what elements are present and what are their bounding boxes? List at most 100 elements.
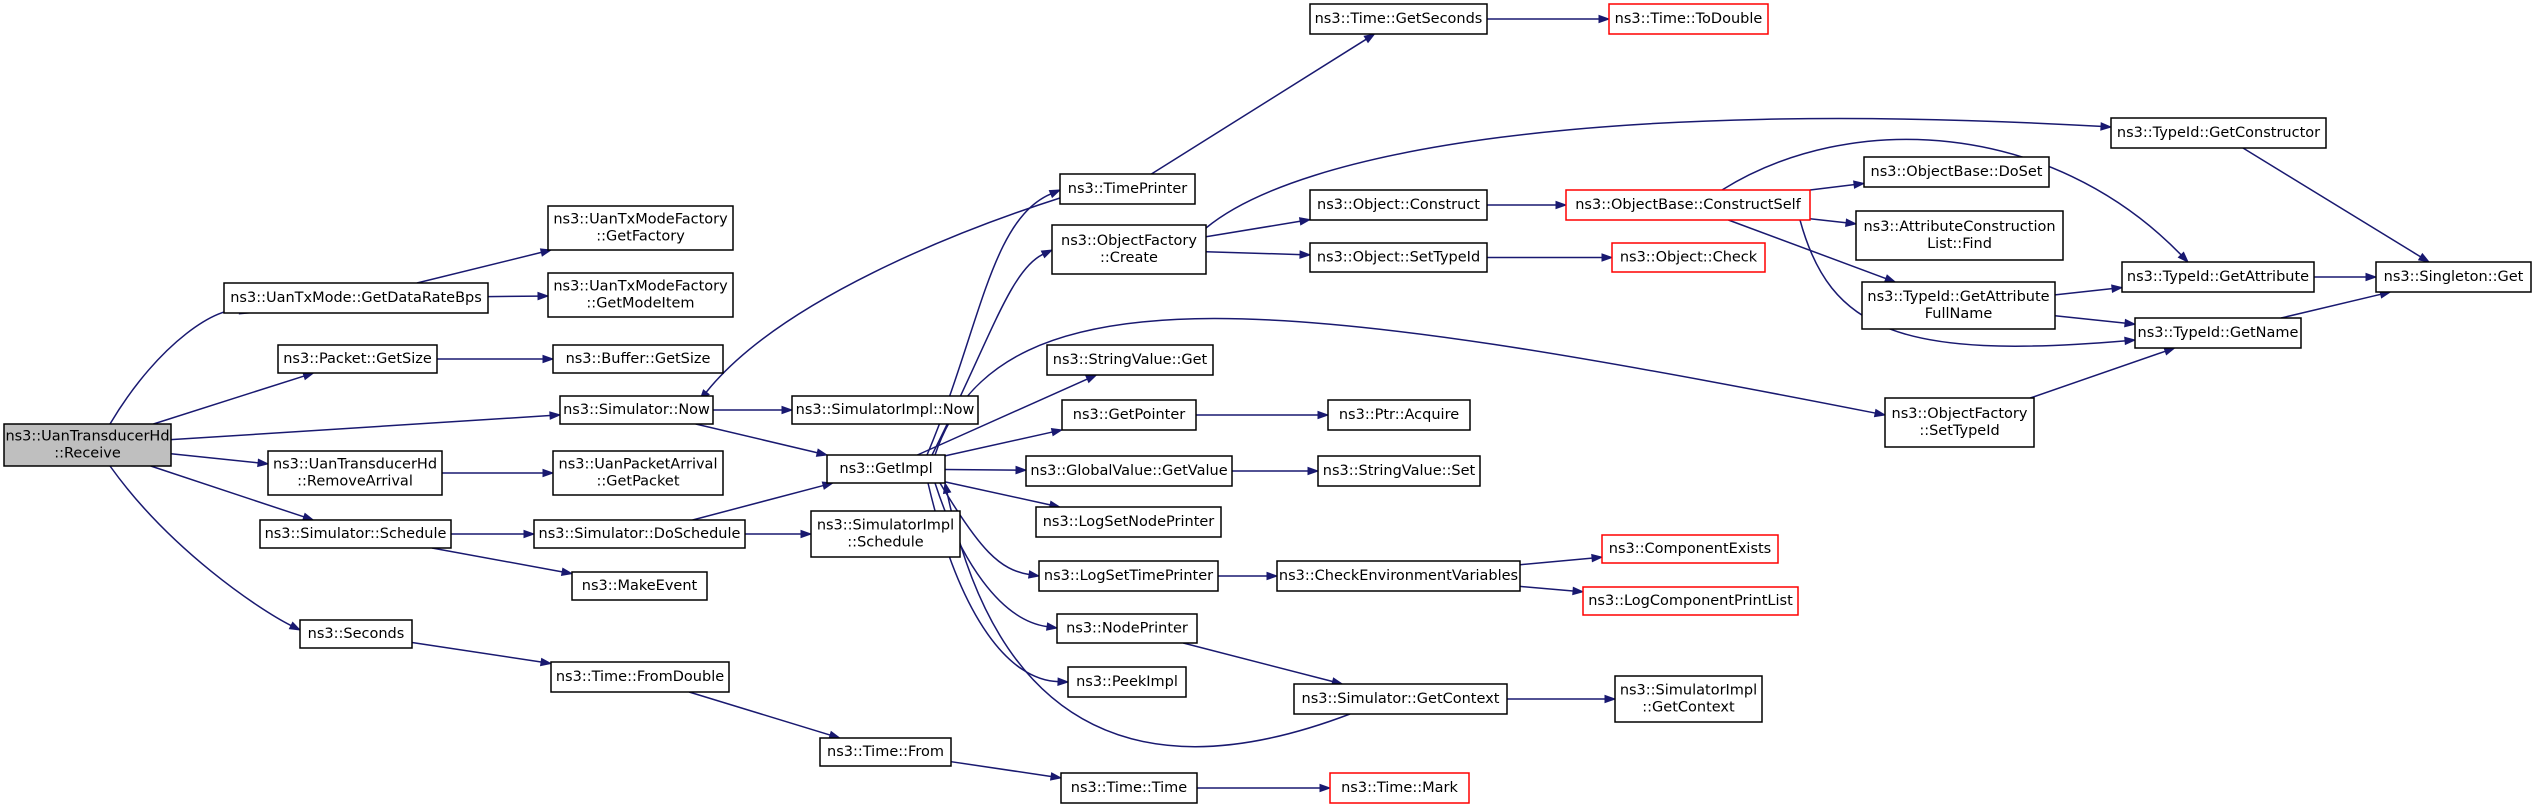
node-simSchedule[interactable]: ns3::Simulator::Schedule xyxy=(259,519,452,549)
node-getSeconds[interactable]: ns3::Time::GetSeconds xyxy=(1309,3,1488,35)
edge-getPointer-to-ptrAcquire xyxy=(1196,410,1330,420)
edge-line xyxy=(944,481,1051,506)
edge-simNow-to-simImplNow xyxy=(713,405,794,415)
node-getName[interactable]: ns3::TypeId::GetName xyxy=(2134,317,2302,349)
node-simImplGetContext[interactable]: ns3::SimulatorImpl::GetContext xyxy=(1614,675,1763,723)
node-doSet[interactable]: ns3::ObjectBase::DoSet xyxy=(1863,156,2050,188)
edge-attrFullName-to-getAttribute xyxy=(2054,284,2124,296)
node-nodePrinter[interactable]: ns3::NodePrinter xyxy=(1056,613,1198,644)
edge-arrowhead xyxy=(800,529,813,539)
edge-line xyxy=(1205,220,1301,238)
edge-line xyxy=(416,251,542,284)
edge-line xyxy=(2030,350,2166,399)
node-root[interactable]: ns3::UanTransducerHd::Receive xyxy=(3,423,172,467)
node-simNow[interactable]: ns3::Simulator::Now xyxy=(559,395,714,425)
node-arrivalGetPacket[interactable]: ns3::UanPacketArrival::GetPacket xyxy=(552,450,724,496)
node-logSetTimePrinter[interactable]: ns3::LogSetTimePrinter xyxy=(1038,560,1219,592)
node-box xyxy=(1061,399,1197,431)
node-logComponentPrintList[interactable]: ns3::LogComponentPrintList xyxy=(1582,586,1799,616)
node-timeTime[interactable]: ns3::Time::Time xyxy=(1060,772,1198,804)
node-peekImpl[interactable]: ns3::PeekImpl xyxy=(1067,666,1187,698)
node-objCheck[interactable]: ns3::Object::Check xyxy=(1611,242,1766,273)
node-componentExists[interactable]: ns3::ComponentExists xyxy=(1601,534,1779,564)
node-objSetTypeId[interactable]: ns3::Object::SetTypeId xyxy=(1309,242,1488,273)
node-getDataRateBps[interactable]: ns3::UanTxMode::GetDataRateBps xyxy=(223,282,489,314)
node-label: ::Schedule xyxy=(847,535,923,551)
node-timePrinter[interactable]: ns3::TimePrinter xyxy=(1059,173,1196,205)
edge-timeTime-to-timeMark xyxy=(1197,783,1332,793)
edge-line xyxy=(1205,117,2102,229)
node-ptrAcquire[interactable]: ns3::Ptr::Acquire xyxy=(1327,399,1471,431)
node-label: ns3::Time::From xyxy=(827,744,944,760)
node-packetGetSize[interactable]: ns3::Packet::GetSize xyxy=(277,344,438,374)
node-timeFrom[interactable]: ns3::Time::From xyxy=(819,737,952,767)
node-ofSetTypeId[interactable]: ns3::ObjectFactory::SetTypeId xyxy=(1884,397,2035,448)
node-getAttribute[interactable]: ns3::TypeId::GetAttribute xyxy=(2121,261,2315,293)
edge-globalGetValue-to-stringValueSet xyxy=(1232,466,1320,476)
node-globalGetValue[interactable]: ns3::GlobalValue::GetValue xyxy=(1025,455,1233,487)
node-box xyxy=(552,450,724,496)
edge-line xyxy=(944,468,1017,471)
edge-nodePrinter-to-getContext xyxy=(1183,642,1344,686)
node-ofCreate[interactable]: ns3::ObjectFactory::Create xyxy=(1051,224,1207,275)
node-box xyxy=(1025,455,1233,487)
node-label: FullName xyxy=(1925,306,1993,322)
edge-getAttribute-to-singletonGet xyxy=(2314,272,2378,282)
edge-arrowhead xyxy=(542,468,555,478)
node-label: ::GetPacket xyxy=(596,474,679,490)
edge-arrowhead xyxy=(1050,427,1064,437)
node-box xyxy=(1059,173,1196,205)
node-toDouble[interactable]: ns3::Time::ToDouble xyxy=(1608,3,1769,35)
edge-constructSelf-to-attrFind xyxy=(1809,217,1858,227)
edge-doSchedule-to-simImplSchedule xyxy=(745,529,813,539)
node-box xyxy=(826,454,946,484)
node-doSchedule[interactable]: ns3::Simulator::DoSchedule xyxy=(533,519,746,549)
node-stringValueSet[interactable]: ns3::StringValue::Set xyxy=(1317,455,1481,487)
node-label: ns3::LogComponentPrintList xyxy=(1588,593,1793,609)
node-getFactory[interactable]: ns3::UanTxModeFactory::GetFactory xyxy=(547,205,734,251)
node-label: ns3::Time::Mark xyxy=(1341,780,1458,796)
node-objConstruct[interactable]: ns3::Object::Construct xyxy=(1309,189,1488,221)
node-stringValueGet[interactable]: ns3::StringValue::Get xyxy=(1046,344,1214,376)
edge-line xyxy=(487,295,539,298)
node-box xyxy=(1060,772,1198,804)
node-singletonGet[interactable]: ns3::Singleton::Get xyxy=(2375,261,2532,293)
node-fromDouble[interactable]: ns3::Time::FromDouble xyxy=(550,661,730,693)
node-bufferGetSize[interactable]: ns3::Buffer::GetSize xyxy=(552,344,724,374)
node-box xyxy=(1863,156,2050,188)
node-label: ns3::Time::GetSeconds xyxy=(1315,11,1483,27)
node-box xyxy=(547,272,734,318)
edge-arrowhead xyxy=(288,621,302,631)
edge-arrowhead xyxy=(257,458,270,468)
node-box xyxy=(1309,242,1488,273)
nodes-layer: ns3::UanTransducerHd::Receive ns3::UanTxM… xyxy=(3,3,2532,804)
node-box xyxy=(1582,586,1799,616)
node-checkEnv[interactable]: ns3::CheckEnvironmentVariables xyxy=(1276,560,1521,592)
edge-removeArrival-to-arrivalGetPacket xyxy=(442,468,555,478)
edge-line xyxy=(109,309,241,425)
node-label: ns3::Time::FromDouble xyxy=(556,669,724,685)
node-constructSelf[interactable]: ns3::ObjectBase::ConstructSelf xyxy=(1565,189,1811,221)
node-getImpl[interactable]: ns3::GetImpl xyxy=(826,454,946,484)
edge-arrowhead xyxy=(1601,253,1614,262)
node-timeMark[interactable]: ns3::Time::Mark xyxy=(1329,772,1470,804)
node-getPointer[interactable]: ns3::GetPointer xyxy=(1061,399,1197,431)
edge-ofSetTypeId-to-getName xyxy=(2030,347,2177,399)
node-makeEvent[interactable]: ns3::MakeEvent xyxy=(571,571,708,601)
node-simImplNow[interactable]: ns3::SimulatorImpl::Now xyxy=(791,395,979,425)
node-simImplSchedule[interactable]: ns3::SimulatorImpl::Schedule xyxy=(810,510,961,558)
node-label: ::Create xyxy=(1100,250,1158,266)
node-logSetNodePrinter[interactable]: ns3::LogSetNodePrinter xyxy=(1035,506,1222,538)
node-getContext[interactable]: ns3::Simulator::GetContext xyxy=(1293,683,1508,715)
node-getConstructor[interactable]: ns3::TypeId::GetConstructor xyxy=(2110,117,2327,149)
node-seconds[interactable]: ns3::Seconds xyxy=(299,619,413,649)
node-label: ns3::Object::Construct xyxy=(1317,197,1480,213)
node-removeArrival[interactable]: ns3::UanTransducerHd::RemoveArrival xyxy=(267,450,443,496)
node-label: ns3::SimulatorImpl xyxy=(1620,683,1757,699)
edge-getImpl-to-logSetTimePrinter xyxy=(939,482,1041,579)
node-getModeItem[interactable]: ns3::UanTxModeFactory::GetModeItem xyxy=(547,272,734,318)
edge-getContext-to-simImplGetContext xyxy=(1507,694,1617,704)
